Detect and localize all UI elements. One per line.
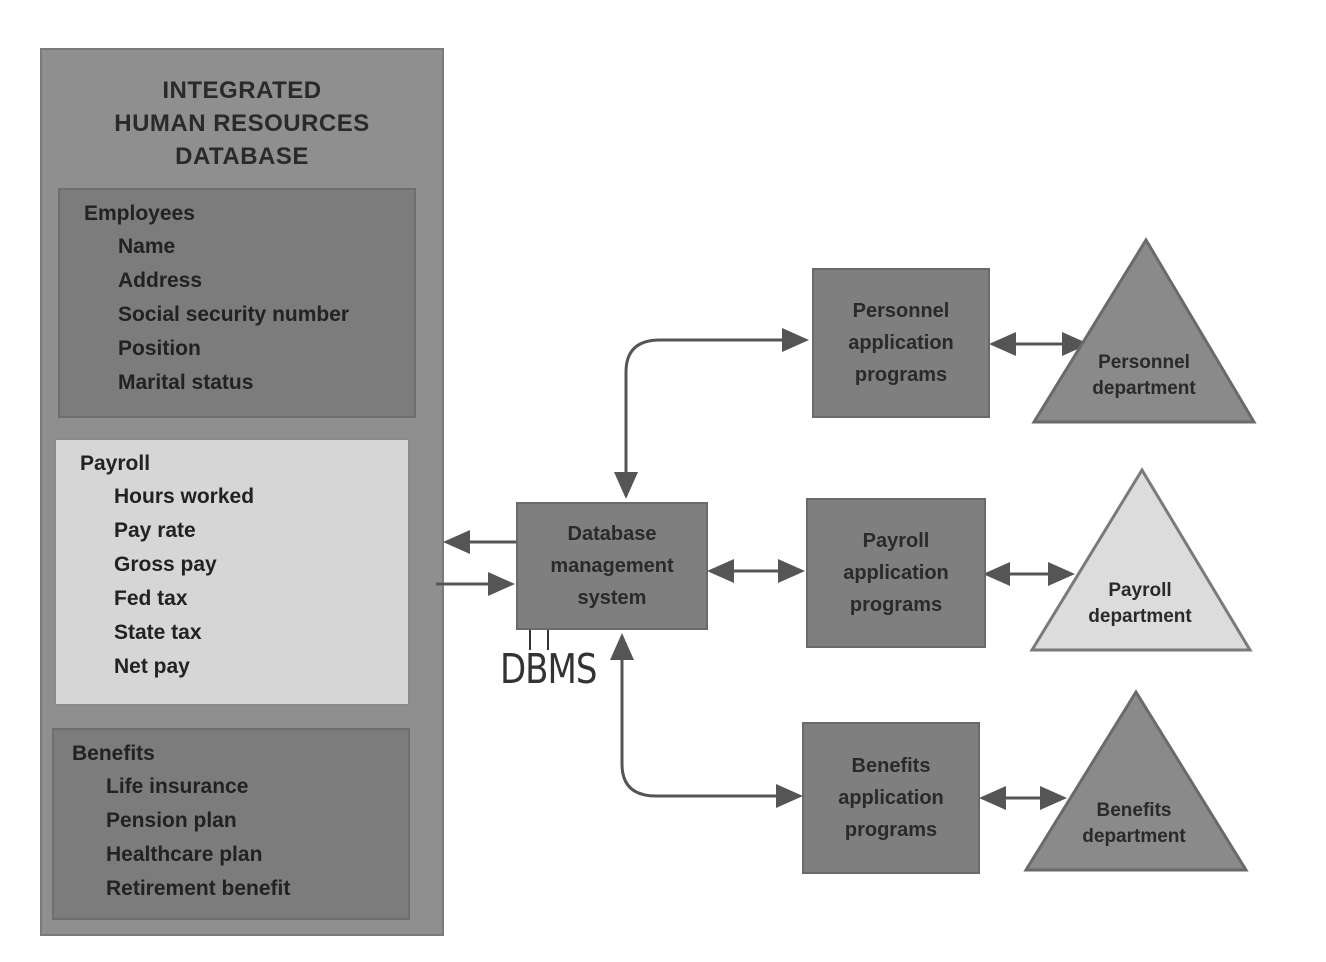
employees-field: Name [118,235,176,258]
payroll-field: Hours worked [114,485,255,508]
employees-field-list: Name Address Social security number Posi… [84,230,414,400]
benefits-application-box: Benefits application programs [802,722,980,874]
integrated-hr-database: INTEGRATED HUMAN RESOURCES DATABASE Empl… [40,48,444,936]
payroll-department-triangle [1029,467,1253,652]
payroll-field: Net pay [114,655,190,678]
benefits-field-list: Life insurance Pension plan Healthcare p… [72,770,408,906]
dbms-handwritten-annotation: DBMS [500,646,597,694]
payroll-field: Pay rate [114,519,196,542]
benefits-field: Life insurance [106,775,249,798]
payroll-field: Gross pay [114,553,217,576]
benefits-department-label: Benefits department [1082,800,1186,847]
payroll-section: Payroll Hours worked Pay rate Gross pay … [54,438,410,706]
personnel-application-box: Personnel application programs [812,268,990,418]
payroll-field: State tax [114,621,202,644]
payroll-field-list: Hours worked Pay rate Gross pay Fed tax … [80,480,408,684]
benefits-department-triangle [1023,689,1249,872]
personnel-department-label: Personnel department [1092,352,1196,399]
employees-section: Employees Name Address Social security n… [58,188,416,418]
dbms-box: Database management system [516,502,708,630]
benefits-field: Healthcare plan [106,843,263,866]
personnel-department-triangle [1031,237,1257,424]
payroll-title: Payroll [80,452,151,475]
benefits-field: Retirement benefit [106,877,291,900]
employees-title: Employees [84,202,195,225]
payroll-field: Fed tax [114,587,188,610]
database-title: INTEGRATED HUMAN RESOURCES DATABASE [114,77,370,170]
payroll-application-box: Payroll application programs [806,498,986,648]
employees-field: Position [118,337,201,360]
employees-field: Address [118,269,203,292]
dbms-personnel-connector [614,328,809,499]
benefits-field: Pension plan [106,809,237,832]
employees-field: Marital status [118,371,254,394]
payroll-department-label: Payroll department [1088,580,1192,627]
dbms-benefits-connector [610,633,803,808]
benefits-section: Benefits Life insurance Pension plan Hea… [52,728,410,920]
benefits-title: Benefits [72,742,155,765]
employees-field: Social security number [118,303,350,326]
